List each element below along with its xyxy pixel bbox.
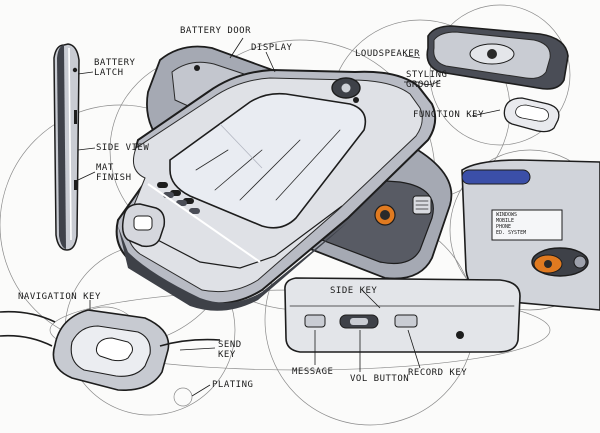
callout-mat-finish: MAT FINISH [96,163,132,183]
callout-vol-button: VOL BUTTON [350,374,410,384]
callout-battery-latch: BATTERY LATCH [94,58,136,78]
callout-battery-door: BATTERY DOOR [180,26,252,36]
side-view-device [53,43,80,251]
keypad-buttons [157,182,200,214]
front-view-device [115,68,437,311]
callout-side-view: SIDE VIEW [96,143,150,153]
callout-display: DISPLAY [251,43,293,53]
callout-side-key: SIDE KEY [330,286,378,296]
callout-leaders [77,37,501,397]
callout-styling-groove: STYLING GROOVE [406,70,448,90]
callout-loudspeaker: LOUDSPEAKER [355,49,421,59]
callout-message: MESSAGE [292,367,334,377]
loudspeaker-detail [426,25,569,90]
function-key-detail [503,97,560,133]
navigation-key-detail [0,309,221,391]
device-sticker-text: WINDOWS MOBILE PHONE ED. SYSTEM [496,212,527,236]
callout-navigation-key: NAVIGATION KEY [18,292,101,302]
callout-record-key: RECORD KEY [408,368,468,378]
side-keys-detail [284,277,521,353]
callout-plating: PLATING [212,380,254,390]
callout-send-key: SEND KEY [218,340,242,360]
callout-function-key: FUNCTION KEY [413,110,485,120]
